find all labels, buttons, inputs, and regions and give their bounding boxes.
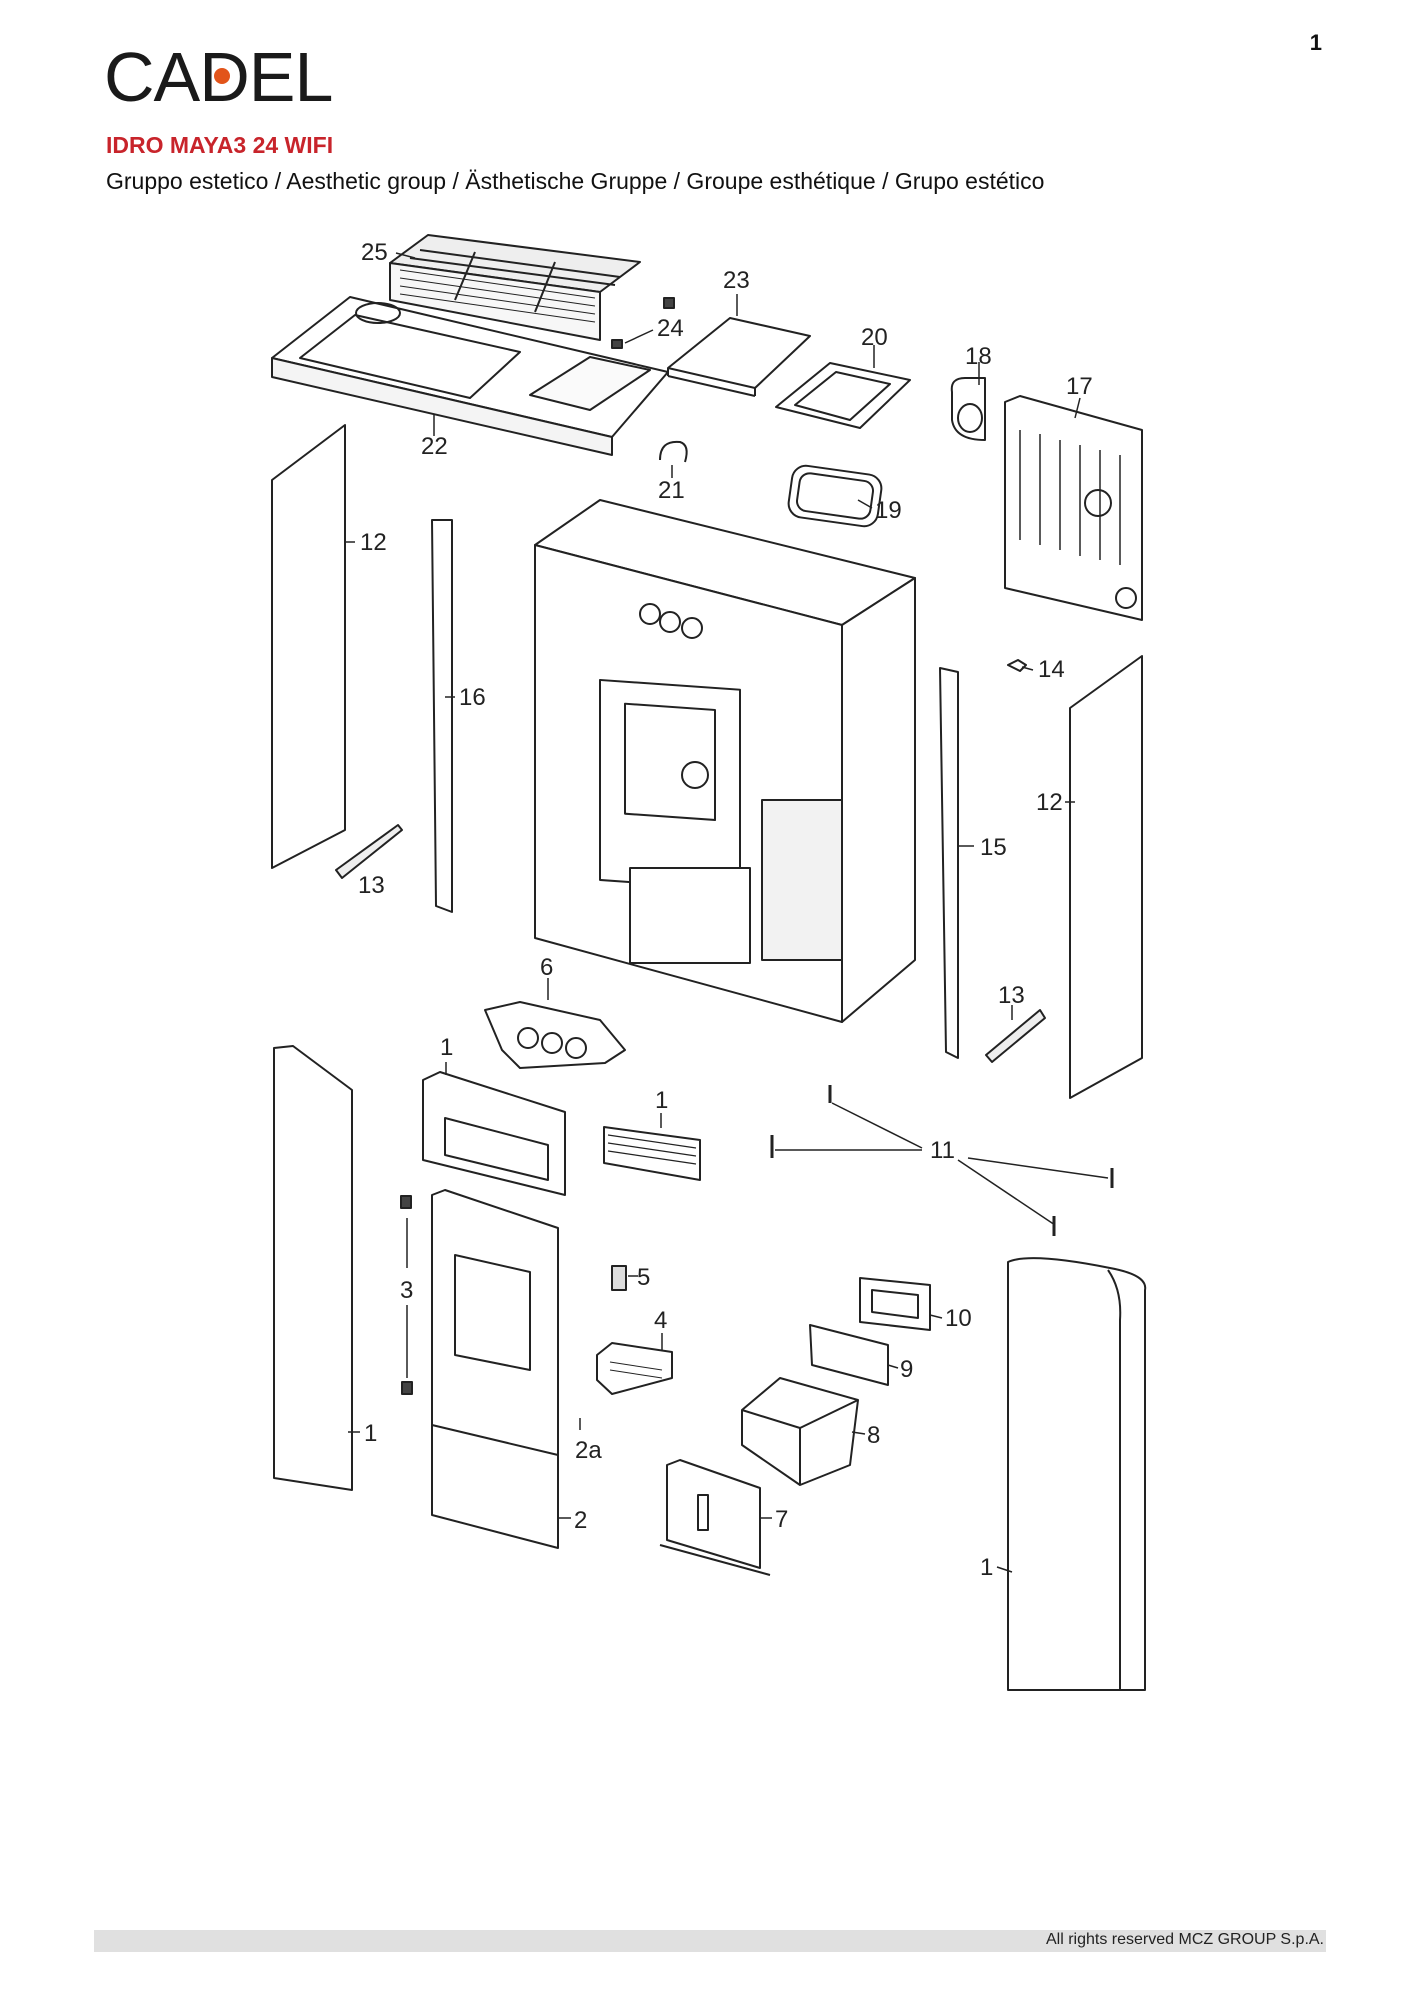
part-screws-11	[770, 1085, 1114, 1236]
part-bracket-13a	[335, 824, 403, 879]
part-cover-plate	[667, 317, 811, 389]
footer-copyright: All rights reserved MCZ GROUP S.p.A.	[1046, 1931, 1324, 1948]
part-clip-14	[1007, 659, 1027, 672]
callout-7: 7	[775, 1506, 788, 1533]
page-number: 1	[1309, 30, 1322, 55]
callout-3: 3	[400, 1277, 413, 1304]
part-screws-24	[611, 297, 675, 349]
callout-8: 8	[867, 1422, 880, 1449]
callout-25: 25	[361, 239, 388, 266]
part-frame-10	[859, 1277, 931, 1331]
part-strip-15	[939, 667, 959, 1059]
callout-17: 17	[1066, 373, 1093, 400]
part-door	[431, 1189, 559, 1549]
callout-14: 14	[1038, 656, 1065, 683]
callout-20: 20	[861, 324, 888, 351]
callout-1d: 1	[980, 1554, 993, 1581]
part-top-frame	[271, 296, 669, 456]
callout-1c: 1	[364, 1420, 377, 1447]
callout-2a: 2a	[575, 1437, 602, 1464]
part-clip-21	[659, 440, 688, 463]
part-gasket-frame	[775, 362, 911, 429]
part-hinge-pins	[400, 1195, 413, 1395]
callout-22: 22	[421, 433, 448, 460]
part-side-panel-right	[1069, 655, 1143, 1099]
callout-24: 24	[657, 315, 684, 342]
callout-9: 9	[900, 1356, 913, 1383]
part-front-frame	[422, 1071, 566, 1196]
product-title: IDRO MAYA3 24 WIFI	[106, 132, 334, 158]
callout-1b: 1	[655, 1087, 668, 1114]
part-side-panel-left	[271, 424, 346, 869]
part-flue-plate	[950, 377, 986, 441]
callout-11: 11	[930, 1137, 955, 1164]
part-lower-door-7	[659, 1459, 771, 1576]
callout-10: 10	[945, 1305, 972, 1332]
part-shield-6	[484, 1001, 626, 1069]
callout-23: 23	[723, 267, 750, 294]
group-subtitle: Gruppo estetico / Aesthetic group / Ästh…	[106, 168, 1045, 194]
part-front-column-right	[1007, 1257, 1147, 1691]
callout-2: 2	[574, 1507, 587, 1534]
callout-18: 18	[965, 343, 992, 370]
part-gasket-19	[787, 464, 883, 528]
part-bracket-13b	[985, 1009, 1046, 1063]
footer-bar	[94, 1930, 1326, 1952]
callout-6: 6	[540, 954, 553, 981]
brand-logo: CADEL	[104, 42, 333, 112]
part-rear-panel	[1004, 395, 1143, 621]
callout-5: 5	[637, 1264, 650, 1291]
callout-4: 4	[654, 1307, 667, 1334]
part-latch-5	[611, 1265, 627, 1291]
logo-dot-icon	[214, 68, 230, 84]
part-plate-9	[809, 1324, 889, 1386]
callout-13b: 13	[998, 982, 1025, 1009]
callout-13a: 13	[358, 872, 385, 899]
callout-1a: 1	[440, 1034, 453, 1061]
callout-21: 21	[658, 477, 685, 504]
part-ash-box-8	[741, 1377, 859, 1486]
callout-19: 19	[875, 497, 902, 524]
callout-12b: 12	[1036, 789, 1063, 816]
part-basket-4	[596, 1342, 673, 1395]
part-louvre	[603, 1126, 701, 1181]
callout-12a: 12	[360, 529, 387, 556]
callout-15: 15	[980, 834, 1007, 861]
callout-16: 16	[459, 684, 486, 711]
part-top-grille	[389, 234, 641, 341]
part-strip-16	[431, 519, 453, 913]
part-front-column-left	[273, 1045, 353, 1491]
callouts: 25 23 24 20 18 17 22 21 19 12 16 13 14 1…	[358, 239, 1093, 1581]
part-stove-body	[534, 499, 916, 1023]
